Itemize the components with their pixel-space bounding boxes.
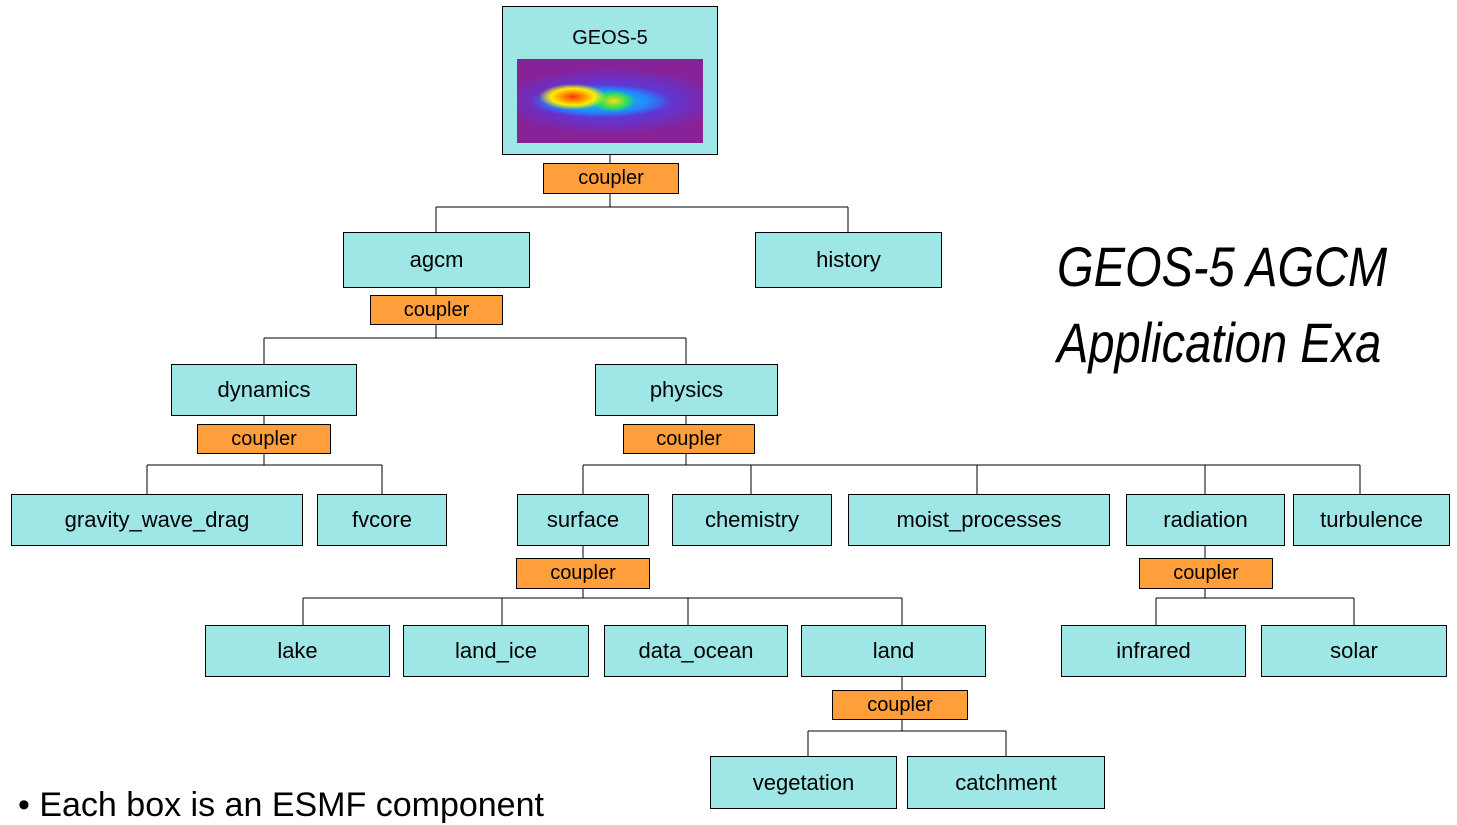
component-physics: physics xyxy=(595,364,778,416)
component-history: history xyxy=(755,232,942,288)
component-gravity-wave-drag: gravity_wave_drag xyxy=(11,494,303,546)
coupler-radiation: coupler xyxy=(1139,558,1273,589)
coupler-root: coupler xyxy=(543,163,679,194)
component-moist-processes: moist_processes xyxy=(848,494,1110,546)
root-component-label: GEOS-5 xyxy=(572,27,648,49)
component-dynamics: dynamics xyxy=(171,364,357,416)
coupler-agcm: coupler xyxy=(370,295,503,325)
diagram-title-line2: Application Exa xyxy=(1057,311,1382,374)
component-land-ice: land_ice xyxy=(403,625,589,677)
component-agcm: agcm xyxy=(343,232,530,288)
coupler-surface: coupler xyxy=(516,558,650,589)
component-radiation: radiation xyxy=(1126,494,1285,546)
component-data-ocean: data_ocean xyxy=(604,625,788,677)
atmospheric-model-map-image xyxy=(517,59,703,143)
component-chemistry: chemistry xyxy=(672,494,832,546)
component-surface: surface xyxy=(517,494,649,546)
root-component-geos5: GEOS-5 xyxy=(502,6,718,155)
component-solar: solar xyxy=(1261,625,1447,677)
bullet-text: • Each box is an ESMF component xyxy=(18,786,544,824)
coupler-dynamics: coupler xyxy=(197,424,331,454)
component-lake: lake xyxy=(205,625,390,677)
coupler-physics: coupler xyxy=(623,424,755,454)
component-fvcore: fvcore xyxy=(317,494,447,546)
component-infrared: infrared xyxy=(1061,625,1246,677)
diagram-title-line1: GEOS-5 AGCM xyxy=(1057,235,1388,298)
component-vegetation: vegetation xyxy=(710,756,897,809)
component-turbulence: turbulence xyxy=(1293,494,1450,546)
component-catchment: catchment xyxy=(907,756,1105,809)
coupler-land: coupler xyxy=(832,690,968,720)
component-land: land xyxy=(801,625,986,677)
